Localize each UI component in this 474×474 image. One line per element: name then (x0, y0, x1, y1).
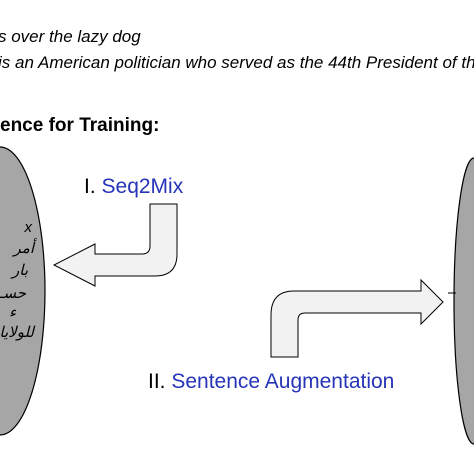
section-heading: ence for Training: (0, 115, 160, 136)
step-1-name: Seq2Mix (101, 175, 184, 198)
right-ellipse (453, 157, 474, 445)
step-1-numeral: I. (84, 175, 96, 198)
sentence-line-1: s over the lazy dog (0, 27, 141, 46)
sentence-line-2: is an American politician who served as … (0, 53, 474, 72)
snippet-2: أمر (13, 240, 34, 257)
step-2-label: II. Sentence Augmentation (148, 370, 394, 394)
step-1-label: I. Seq2Mix (84, 175, 183, 199)
snippet-4: حسـ (0, 285, 26, 302)
augmentation-arrow (270, 278, 444, 358)
snippet-3: بار (12, 262, 28, 279)
snippet-5: ء (8, 304, 16, 321)
snippet-1: x (24, 219, 33, 236)
step-2-numeral: II. (148, 370, 166, 393)
snippet-6: للولايا (0, 324, 34, 341)
step-2-name: Sentence Augmentation (171, 370, 395, 393)
left-ellipse (0, 146, 46, 436)
seq2mix-arrow (52, 203, 178, 287)
